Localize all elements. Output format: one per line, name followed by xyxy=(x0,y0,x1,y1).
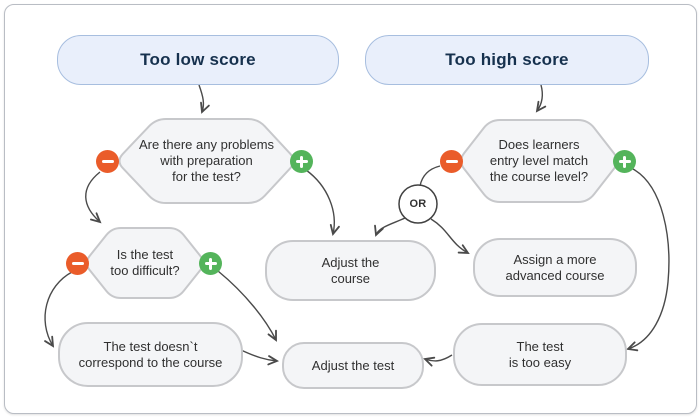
node-assign-advanced-course: Assign a more advanced course xyxy=(473,238,637,297)
arrow-not-correspond-to-adjust-test xyxy=(240,349,280,366)
arrow-or-to-assign-course xyxy=(430,218,470,254)
arrow-too-easy-to-adjust-test xyxy=(423,354,453,367)
question-too-difficult-label: Is the test too difficult? xyxy=(110,247,180,278)
line-entry-minus-to-or xyxy=(419,165,441,187)
hexagon-prep-question xyxy=(118,118,295,204)
question-prep-label: Are there any problems with preparation … xyxy=(138,137,275,184)
minus-icon xyxy=(96,150,119,173)
arrow-too-low-to-prep xyxy=(198,84,210,114)
arrow-or-to-adjust-course xyxy=(374,217,406,237)
plus-icon xyxy=(199,252,222,275)
or-connector-label: OR xyxy=(409,198,427,210)
arrow-prep-minus-to-difficult xyxy=(85,171,102,224)
arrow-entry-plus-to-too-easy xyxy=(626,168,670,352)
node-test-too-easy: The test is too easy xyxy=(453,323,627,386)
or-connector-circle xyxy=(398,184,438,224)
node-adjust-course: Adjust the course xyxy=(265,240,436,301)
start-node-too-high-score: Too high score xyxy=(365,35,649,85)
plus-icon xyxy=(613,150,636,173)
arrow-prep-plus-to-adjust-course xyxy=(305,169,340,236)
question-entry-level-label: Does learners entry level match the cour… xyxy=(489,137,589,184)
arrow-too-high-to-entry xyxy=(535,84,547,113)
minus-icon xyxy=(440,150,463,173)
plus-icon xyxy=(290,150,313,173)
arrow-difficult-plus-to-adjust-test xyxy=(217,270,277,342)
minus-icon xyxy=(66,252,89,275)
hexagon-entry-question xyxy=(460,119,618,203)
node-test-not-correspond: The test doesn`t correspond to the cours… xyxy=(58,322,243,387)
node-adjust-test: Adjust the test xyxy=(282,342,424,389)
start-node-too-low-score: Too low score xyxy=(57,35,339,85)
arrow-difficult-minus-to-not-correspond xyxy=(44,271,73,348)
